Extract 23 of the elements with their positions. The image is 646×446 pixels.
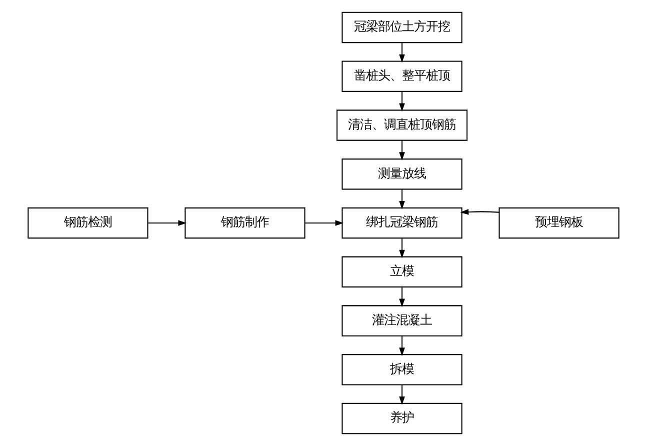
node-box: 测量放线 [341, 158, 462, 190]
arrow [398, 287, 404, 308]
node-box: 预埋钢板 [498, 207, 619, 239]
arrow [460, 209, 499, 215]
arrow [398, 336, 404, 356]
node-box: 钢筋检测 [27, 207, 148, 239]
arrow [398, 140, 404, 160]
arrow [398, 92, 404, 112]
node-box: 绑扎冠梁钢筋 [341, 207, 462, 239]
node-box: 清洁、调直桩顶钢筋 [336, 110, 468, 141]
arrow [304, 220, 344, 226]
arrow [147, 220, 186, 226]
node-box: 灌注混凝土 [341, 305, 462, 336]
node-box: 钢筋制作 [184, 207, 305, 239]
arrow [398, 238, 404, 258]
node-box: 冠梁部位土方开挖 [341, 12, 462, 44]
arrow [398, 42, 404, 63]
node-box: 立模 [341, 256, 462, 288]
node-box: 养护 [341, 402, 462, 434]
arrow [398, 189, 404, 210]
arrow [398, 384, 404, 405]
node-box: 凿桩头、整平桩顶 [341, 60, 462, 92]
node-box: 拆模 [341, 354, 462, 386]
